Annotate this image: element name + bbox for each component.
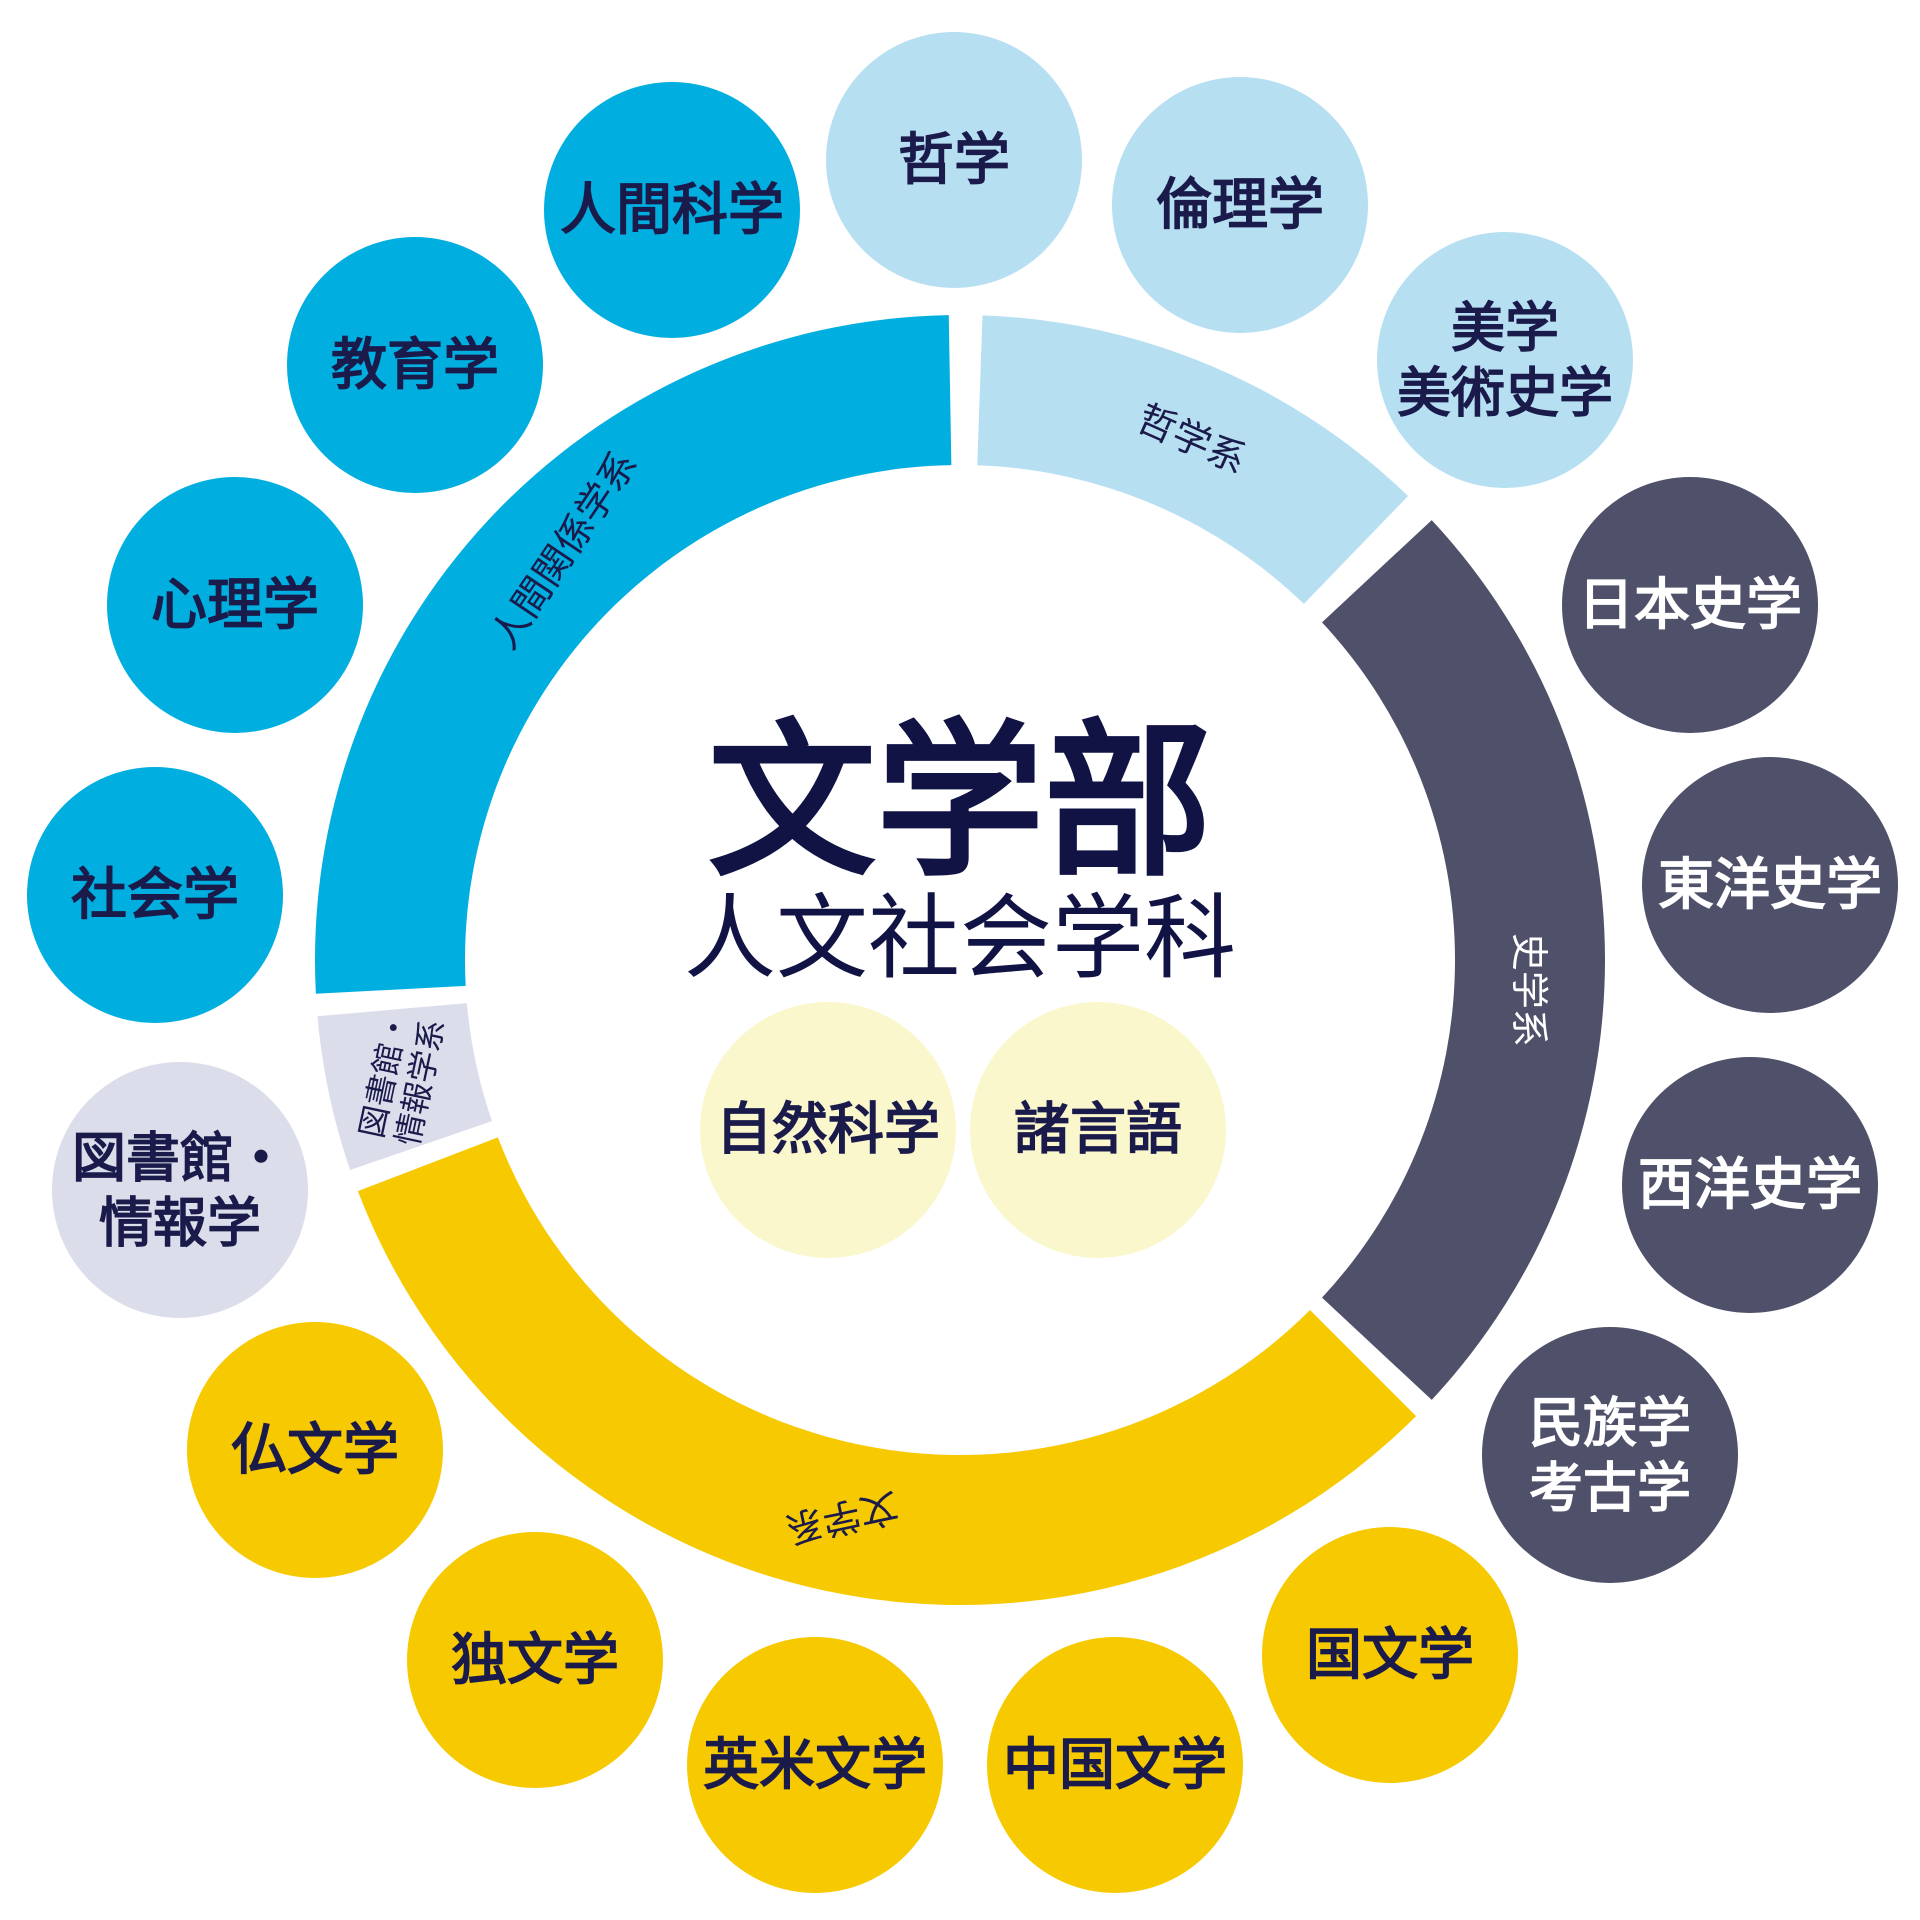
major-circle-dokubun xyxy=(407,1532,663,1788)
major-label-seiyoshi: 西洋史学 xyxy=(1638,1153,1862,1218)
major-bubble-bigaku: 美学美術史学 xyxy=(1377,232,1633,488)
major-circle-kokubun xyxy=(1262,1527,1518,1783)
major-circle-toyoshi xyxy=(1642,757,1898,1013)
major-label-chugoku: 中国文学 xyxy=(1003,1733,1227,1798)
major-bubble-tetsugaku: 哲学 xyxy=(826,32,1082,288)
major-circle-bigaku xyxy=(1377,232,1633,488)
major-label-dokubun: 独文学 xyxy=(451,1628,619,1693)
department-subtitle: 人文社会学科 xyxy=(684,885,1236,992)
common-label-shogengo: 諸言語 xyxy=(1014,1098,1182,1163)
major-bubble-toshokan: 図書館・情報学 xyxy=(52,1062,308,1318)
segment-label-shigaku: 史学系 xyxy=(1507,933,1551,1047)
major-circle-seiyoshi xyxy=(1622,1057,1878,1313)
major-label-kyoiku: 教育学 xyxy=(331,333,499,398)
major-label-rinrigaku: 倫理学 xyxy=(1156,173,1324,238)
segment-tetsugaku xyxy=(977,315,1409,604)
major-bubble-seiyoshi: 西洋史学 xyxy=(1622,1057,1878,1313)
major-label-ningenkagaku: 人間科学 xyxy=(560,178,784,243)
segment-toshokan xyxy=(317,1003,492,1170)
major-circle-kyoiku xyxy=(287,237,543,493)
major-bubble-shakai: 社会学 xyxy=(27,767,283,1023)
major-bubble-nihonshi: 日本史学 xyxy=(1562,477,1818,733)
major-label-eibei: 英米文学 xyxy=(703,1733,927,1798)
major-bubble-minzoku: 民族学考古学 xyxy=(1482,1327,1738,1583)
common-circle-shizen xyxy=(700,1002,956,1258)
major-circle-chugoku xyxy=(987,1637,1243,1893)
major-label-tetsugaku: 哲学 xyxy=(898,128,1010,193)
major-circle-toshokan xyxy=(52,1062,308,1318)
major-bubble-eibei: 英米文学 xyxy=(687,1637,943,1893)
major-bubble-kokubun: 国文学 xyxy=(1262,1527,1518,1783)
major-label-nihonshi: 日本史学 xyxy=(1578,573,1802,638)
major-bubble-ningenkagaku: 人間科学 xyxy=(544,82,800,338)
major-bubble-kyoiku: 教育学 xyxy=(287,237,543,493)
major-label-kokubun: 国文学 xyxy=(1306,1623,1474,1688)
major-bubble-shinri: 心理学 xyxy=(107,477,363,733)
segment-bungaku xyxy=(357,1137,1417,1605)
major-circle-ningenkagaku xyxy=(544,82,800,338)
major-circle-shinri xyxy=(107,477,363,733)
major-bubble-futsubun: 仏文学 xyxy=(187,1322,443,1578)
major-label-shakai: 社会学 xyxy=(71,863,239,928)
major-label-bigaku: 美学美術史学 xyxy=(1397,296,1613,424)
major-circle-eibei xyxy=(687,1637,943,1893)
common-circle-shogengo xyxy=(970,1002,1226,1258)
major-circle-rinrigaku xyxy=(1112,77,1368,333)
major-circle-nihonshi xyxy=(1562,477,1818,733)
center-block: 文学部 人文社会学科 自然科学 諸言語 xyxy=(684,704,1236,1258)
major-bubble-rinrigaku: 倫理学 xyxy=(1112,77,1368,333)
major-bubble-toyoshi: 東洋史学 xyxy=(1642,757,1898,1013)
major-label-toshokan: 図書館・情報学 xyxy=(72,1126,288,1254)
major-label-futsubun: 仏文学 xyxy=(231,1418,399,1483)
major-circle-tetsugaku xyxy=(826,32,1082,288)
major-bubble-chugoku: 中国文学 xyxy=(987,1637,1243,1893)
segment-shigaku xyxy=(1322,520,1605,1400)
major-circle-minzoku xyxy=(1482,1327,1738,1583)
major-bubble-dokubun: 独文学 xyxy=(407,1532,663,1788)
segment-ningen xyxy=(314,315,952,994)
major-label-toyoshi: 東洋史学 xyxy=(1658,853,1882,918)
common-label-shizen: 自然科学 xyxy=(716,1098,940,1163)
major-label-minzoku: 民族学考古学 xyxy=(1529,1391,1691,1519)
faculty-title: 文学部 xyxy=(708,704,1212,900)
major-circle-futsubun xyxy=(187,1322,443,1578)
major-circle-shakai xyxy=(27,767,283,1023)
major-label-shinri: 心理学 xyxy=(151,573,319,638)
